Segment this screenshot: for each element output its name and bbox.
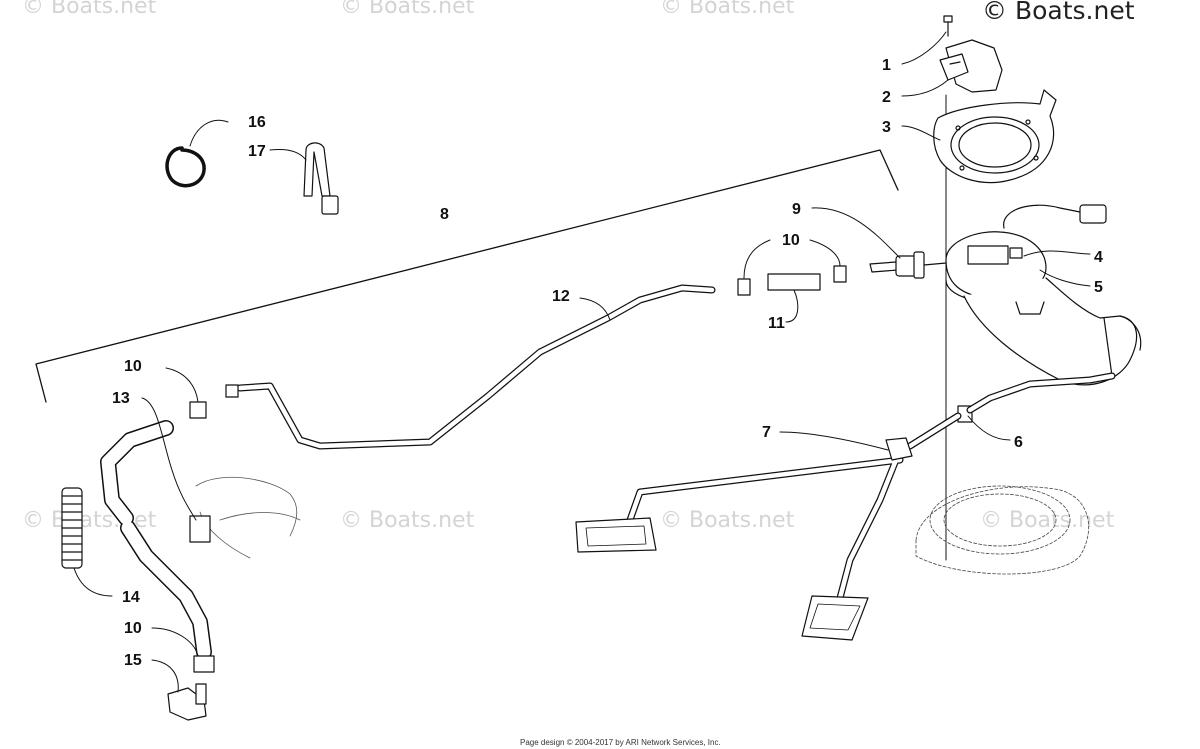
callout-10: 10 bbox=[124, 358, 142, 375]
watermark: © Boats.net bbox=[660, 0, 795, 19]
callout-8: 8 bbox=[440, 206, 449, 223]
pickup-filter-pad bbox=[575, 517, 657, 553]
callout-10: 10 bbox=[124, 620, 142, 637]
callout-10: 10 bbox=[782, 232, 800, 249]
callout-17: 17 bbox=[248, 143, 266, 160]
callout-7: 7 bbox=[762, 424, 771, 441]
callout-12: 12 bbox=[552, 288, 570, 305]
watermark: © Boats.net bbox=[660, 508, 795, 533]
gasket-plate bbox=[933, 89, 1057, 184]
tee-fitting bbox=[885, 437, 913, 461]
callout-5: 5 bbox=[1094, 279, 1103, 296]
hull-sketch bbox=[195, 476, 301, 559]
pickup-line-outer bbox=[626, 412, 962, 602]
hose-clamp bbox=[833, 265, 847, 283]
fuel-line-outer bbox=[236, 284, 716, 450]
mounting-bracket bbox=[939, 39, 1003, 93]
callout-16: 16 bbox=[248, 114, 266, 131]
hose-assembly-bracket bbox=[35, 149, 899, 403]
callout-1: 1 bbox=[882, 57, 891, 74]
callout-14: 14 bbox=[122, 589, 140, 606]
cable-clip bbox=[303, 142, 339, 215]
watermark: © Boats.net bbox=[22, 0, 157, 19]
watermark: © Boats.net bbox=[340, 0, 475, 19]
footer-copyright: Page design © 2004-2017 by ARI Network S… bbox=[520, 738, 721, 747]
callout-2: 2 bbox=[882, 89, 891, 106]
leader-lines bbox=[73, 31, 1091, 693]
hose-clamp bbox=[189, 401, 207, 419]
pickup-line-inner bbox=[627, 413, 961, 601]
elbow-fitting bbox=[167, 655, 215, 721]
fitting-block bbox=[189, 515, 211, 543]
watermark: © Boats.net bbox=[980, 508, 1115, 533]
spring-clamp bbox=[165, 146, 206, 188]
corrugated-sleeve bbox=[61, 487, 83, 569]
screw bbox=[943, 15, 953, 37]
callout-15: 15 bbox=[124, 652, 142, 669]
fuel-pump-assembly bbox=[945, 204, 1142, 386]
hose-sleeve bbox=[767, 273, 821, 291]
callout-11: 11 bbox=[768, 315, 785, 332]
vent-hose-inner bbox=[101, 421, 211, 659]
hose-end bbox=[225, 384, 239, 398]
tank-floor-sketch bbox=[915, 485, 1089, 575]
callout-13: 13 bbox=[112, 390, 130, 407]
pickup-filter-pad bbox=[801, 595, 869, 641]
callout-3: 3 bbox=[882, 119, 891, 136]
hose-clamp bbox=[737, 278, 751, 296]
callout-6: 6 bbox=[1014, 434, 1023, 451]
brand-watermark: © Boats.net bbox=[982, 0, 1135, 25]
return-line-inner bbox=[967, 373, 1115, 413]
callout-labels: 1 2 3 4 5 6 7 8 9 10 11 12 10 13 14 10 1… bbox=[112, 57, 1103, 669]
callout-9: 9 bbox=[792, 201, 801, 218]
quick-connector bbox=[869, 251, 947, 279]
callout-4: 4 bbox=[1094, 249, 1103, 266]
watermark: © Boats.net bbox=[340, 508, 475, 533]
fuel-line-inner bbox=[237, 285, 715, 449]
